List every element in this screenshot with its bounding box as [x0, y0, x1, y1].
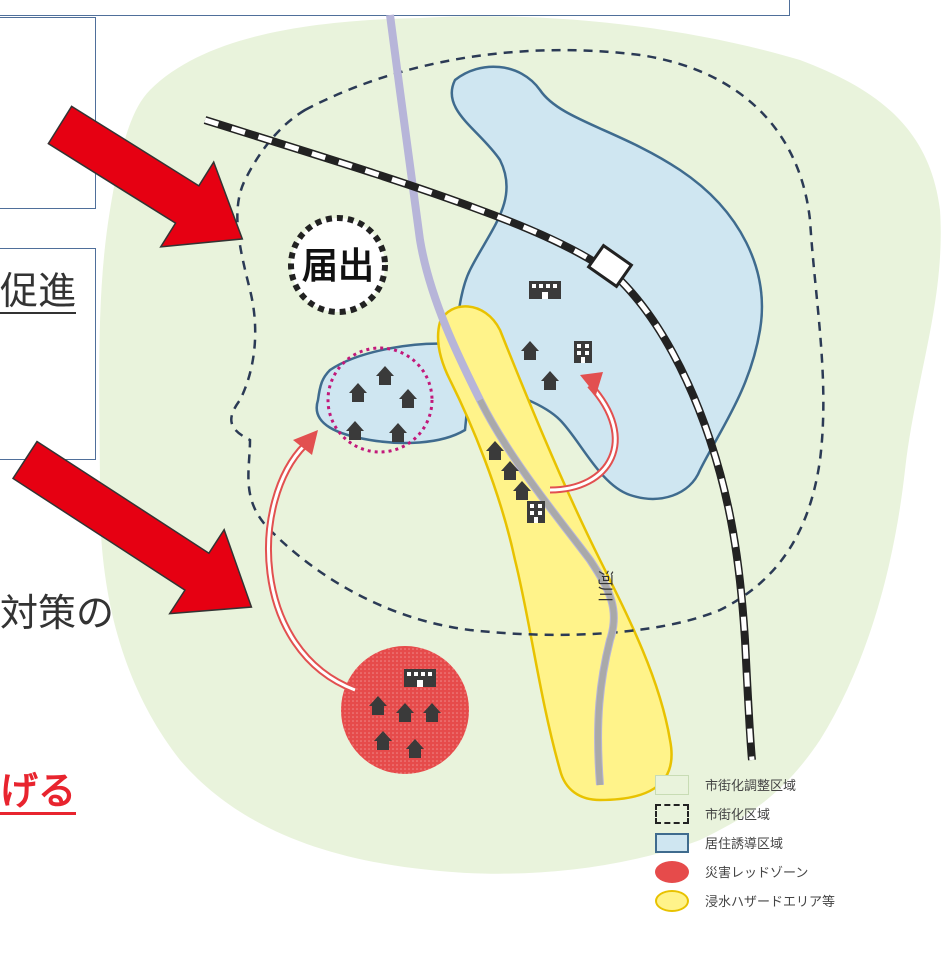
residence-induction-area — [450, 65, 764, 500]
legend-label: 災害レッドゾーン — [705, 866, 809, 881]
legend-item-urbanization-area: 市街化区域 — [655, 799, 945, 828]
legend-swatch-dashed — [655, 803, 689, 824]
text-fragment-promote: 促進 — [0, 269, 77, 314]
legend-item-urbanization-control: 市街化調整区域 — [655, 770, 945, 799]
legend-label: 市街化調整区域 — [705, 779, 797, 794]
text-fragment-emphasis: げる — [0, 769, 77, 815]
legend-label: 浸水ハザードエリア等 — [705, 895, 836, 910]
notification-ring — [288, 215, 388, 315]
station-icon — [586, 243, 634, 289]
pointer-arrow-notification — [47, 105, 244, 248]
river-label: 河川 — [596, 570, 615, 602]
legend-item-red-zone: 災害レッドゾーン — [655, 857, 945, 886]
relocation-target-ring — [326, 346, 434, 454]
legend-swatch-blue — [655, 832, 689, 853]
legend-item-residence-induction: 居住誘導区域 — [655, 828, 945, 857]
notification-label: 届出 — [302, 246, 374, 287]
residence-induction-area-west — [315, 342, 472, 445]
map-legend: 市街化調整区域 市街化区域 居住誘導区域 災害レッドゾーン 浸水ハザードエリア等 — [655, 770, 945, 915]
text-fragment-measures: 対策の — [0, 591, 115, 635]
legend-label: 居住誘導区域 — [705, 837, 784, 852]
top-banner-frame — [0, 0, 790, 16]
legend-label: 市街化区域 — [705, 808, 771, 823]
legend-swatch-green — [655, 774, 689, 795]
legend-swatch-yellow — [655, 889, 689, 912]
legend-swatch-red — [655, 860, 689, 883]
legend-item-flood-hazard: 浸水ハザードエリア等 — [655, 886, 945, 915]
urbanization-area-boundary — [230, 48, 825, 637]
pointer-arrow-red-zone — [11, 440, 253, 615]
